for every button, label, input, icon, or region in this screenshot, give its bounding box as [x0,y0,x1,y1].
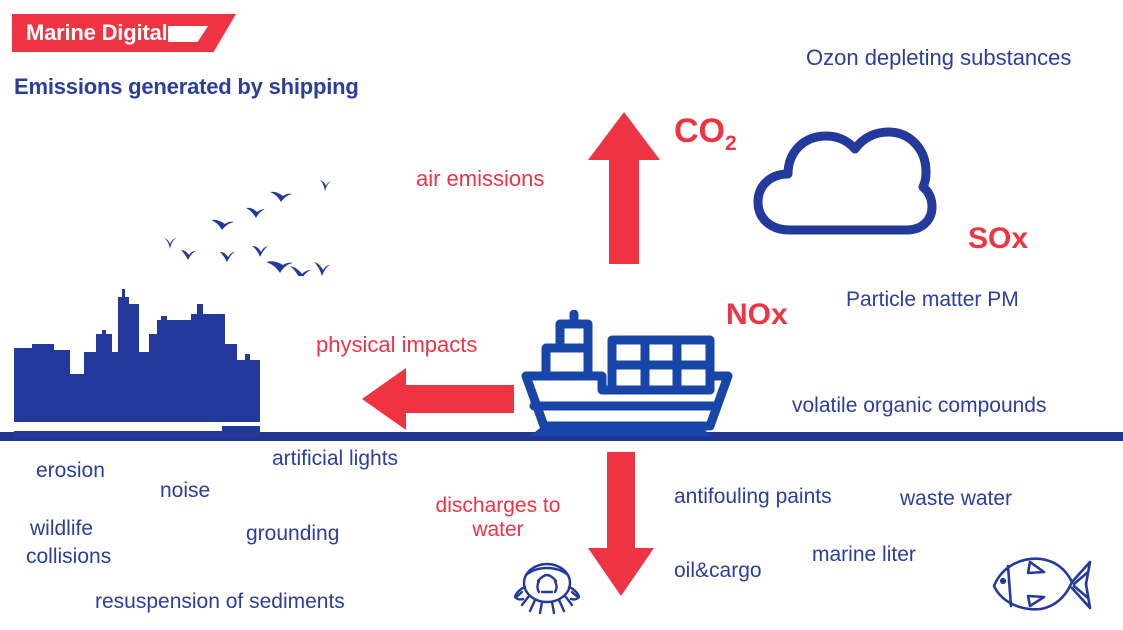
label-noise: noise [160,479,211,502]
label-air-emissions: air emissions [416,166,545,191]
birds-flock-icon [148,176,348,290]
down-arrow-discharges [588,452,654,596]
page-title: Emissions generated by shipping [14,74,359,99]
label-wildlife: wildlife [30,517,94,540]
label-nox: NOx [726,298,788,331]
label-particle-matter-pm: Particle matter PM [846,288,1019,311]
flag-shape-icon [168,26,208,42]
label-collisions: collisions [26,545,112,568]
label-resuspension-of-sediments: resuspension of sediments [95,590,345,613]
label-antifouling-paints: antifouling paints [674,485,832,508]
fish-icon [986,548,1094,622]
city-skyline-icon [14,286,260,438]
label-artificial-lights: artificial lights [272,447,399,470]
label-grounding: grounding [246,522,340,545]
label-co2: CO2 [674,112,737,155]
label-ozon-depleting-substances: Ozon depleting substances [806,45,1072,70]
co2-subscript: 2 [725,131,737,155]
brand-logo-text: Marine Digital [26,20,168,45]
up-arrow-air-emissions [588,112,660,264]
co2-base: CO [674,112,725,150]
label-physical-impacts: physical impacts [316,332,478,357]
discharges-line-1: discharges to [435,494,561,517]
label-volatile-organic-compounds: volatile organic compounds [792,394,1047,417]
waterline-divider [0,432,1123,441]
cargo-ship-icon [516,309,738,440]
label-marine-liter: marine liter [812,543,916,566]
label-sox: SOx [968,222,1029,255]
label-erosion: erosion [36,459,105,482]
cloud-icon [748,106,938,238]
left-arrow-physical-impacts [362,368,514,430]
label-waste-water: waste water [900,487,1013,510]
label-oil-and-cargo: oil&cargo [674,559,762,582]
discharges-line-2: water [472,517,524,541]
crab-icon [512,556,582,618]
